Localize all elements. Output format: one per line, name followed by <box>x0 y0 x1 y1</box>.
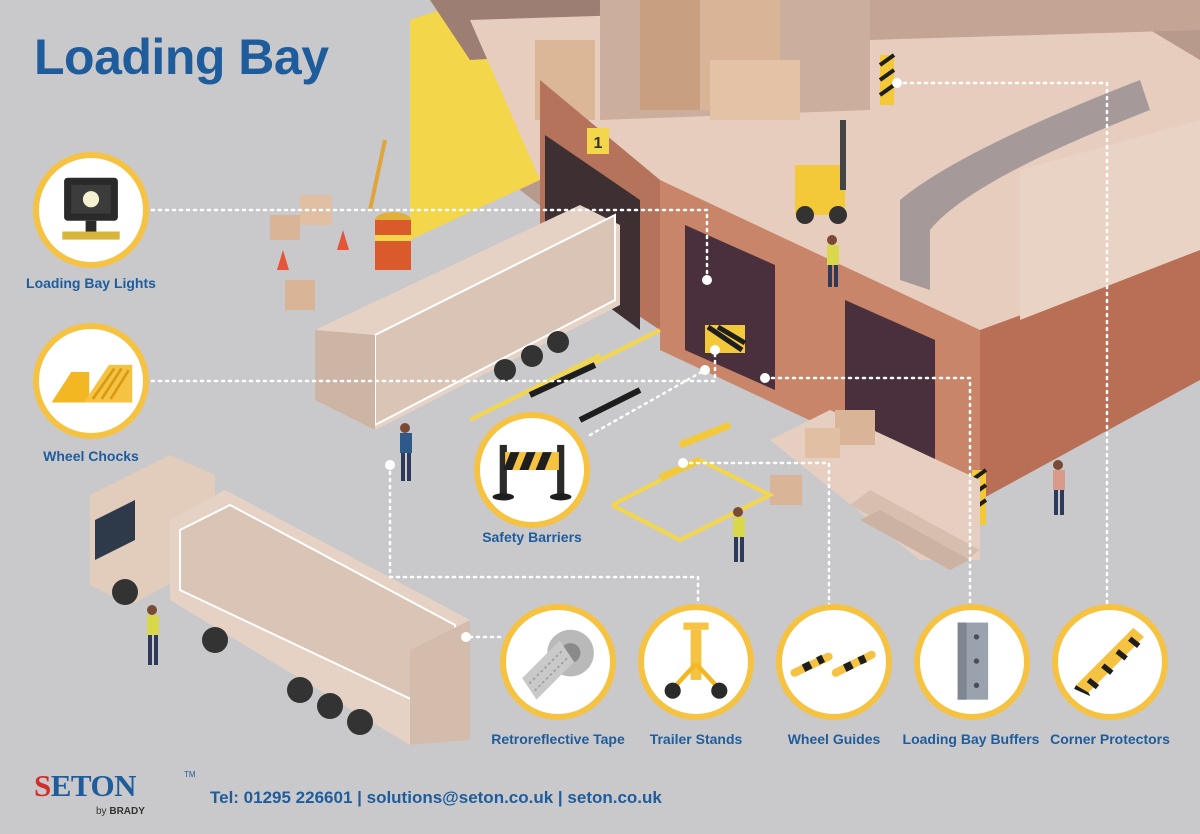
feature-label-retroreflective-tape: Retroreflective Tape <box>491 731 625 747</box>
feature-label-trailer-stands: Trailer Stands <box>649 731 743 747</box>
trailer-stand-icon <box>638 604 754 720</box>
dock-buffer-icon <box>914 604 1030 720</box>
feature-label-corner-protectors: Corner Protectors <box>1050 731 1170 747</box>
feature-label-wheel-chocks: Wheel Chocks <box>43 448 139 464</box>
feature-label-loading-bay-lights: Loading Bay Lights <box>26 275 156 291</box>
tape-roll-icon <box>500 604 616 720</box>
contact-details: Tel: 01295 226601 | solutions@seton.co.u… <box>210 788 662 807</box>
page-title: Loading Bay <box>34 29 329 85</box>
feature-label-wheel-guides: Wheel Guides <box>787 731 881 747</box>
floodlight-icon <box>33 152 149 268</box>
feature-label-safety-barriers: Safety Barriers <box>482 529 582 545</box>
wheel-guide-icon <box>776 604 892 720</box>
bay-number: 1 <box>594 135 603 152</box>
corner-protector-icon <box>1052 604 1168 720</box>
wheel-chock-icon <box>33 323 149 439</box>
feature-label-loading-bay-buffers: Loading Bay Buffers <box>902 731 1040 747</box>
seton-logo: SETON TM by BRADY <box>34 768 196 817</box>
safety-barrier-icon <box>474 412 590 528</box>
